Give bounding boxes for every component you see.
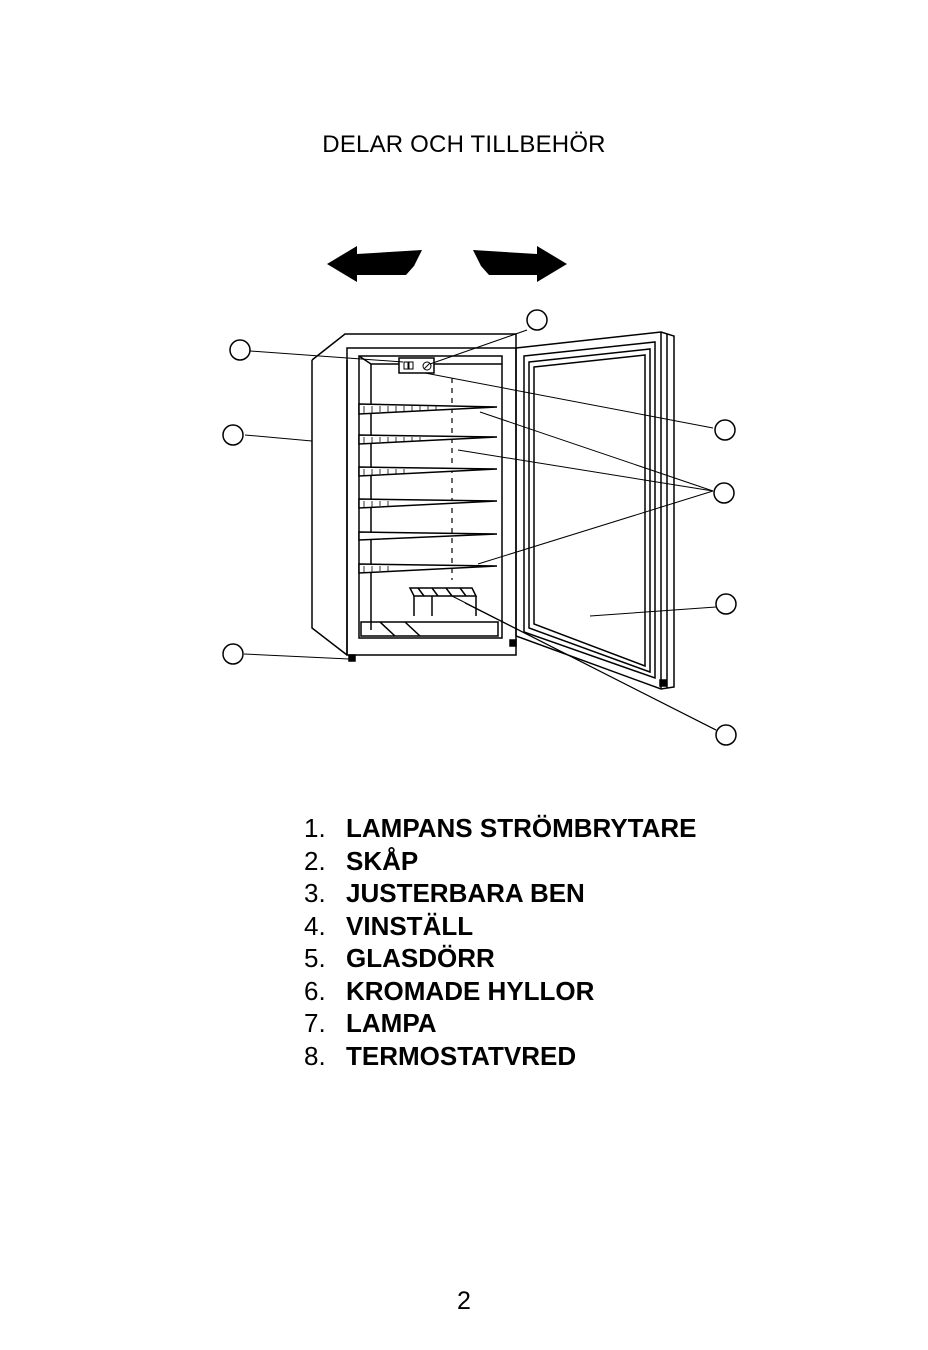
list-item-label: GLASDÖRR <box>346 943 495 973</box>
list-item-number: 3. <box>304 877 346 910</box>
list-item-number: 1. <box>304 812 346 845</box>
callout-thermostat-knob <box>527 310 547 330</box>
callout-wine-rack <box>716 725 736 745</box>
callout-cabinet <box>223 425 243 445</box>
callout-glass-door <box>716 594 736 614</box>
parts-list: 1.LAMPANS STRÖMBRYTARE 2.SKÅP 3.JUSTERBA… <box>304 812 697 1072</box>
list-item-number: 6. <box>304 975 346 1008</box>
callout-lamp-switch <box>230 340 250 360</box>
arrow-right-icon <box>473 246 567 282</box>
page-number: 2 <box>0 1287 928 1316</box>
control-panel <box>399 358 434 373</box>
list-item-label: LAMPA <box>346 1008 437 1038</box>
list-item: 7.LAMPA <box>304 1007 697 1040</box>
list-item: 5.GLASDÖRR <box>304 942 697 975</box>
callout-lamp <box>715 420 735 440</box>
list-item: 1.LAMPANS STRÖMBRYTARE <box>304 812 697 845</box>
list-item-label: KROMADE HYLLOR <box>346 976 594 1006</box>
wine-rack <box>361 588 498 636</box>
list-item-number: 7. <box>304 1007 346 1040</box>
list-item-label: JUSTERBARA BEN <box>346 878 585 908</box>
list-item-number: 5. <box>304 942 346 975</box>
list-item-label: LAMPANS STRÖMBRYTARE <box>346 813 697 843</box>
list-item: 2.SKÅP <box>304 845 697 878</box>
list-item: 8.TERMOSTATVRED <box>304 1040 697 1073</box>
list-item-number: 2. <box>304 845 346 878</box>
list-item-label: SKÅP <box>346 846 418 876</box>
callout-chrome-shelves <box>714 483 734 503</box>
list-item-label: TERMOSTATVRED <box>346 1041 576 1071</box>
list-item: 3.JUSTERBARA BEN <box>304 877 697 910</box>
chrome-shelves <box>359 404 497 573</box>
list-item-number: 8. <box>304 1040 346 1073</box>
list-item: 6.KROMADE HYLLOR <box>304 975 697 1008</box>
list-item: 4.VINSTÄLL <box>304 910 697 943</box>
list-item-number: 4. <box>304 910 346 943</box>
list-item-label: VINSTÄLL <box>346 911 473 941</box>
arrow-left-icon <box>327 246 422 282</box>
callout-adjustable-feet <box>223 644 243 664</box>
